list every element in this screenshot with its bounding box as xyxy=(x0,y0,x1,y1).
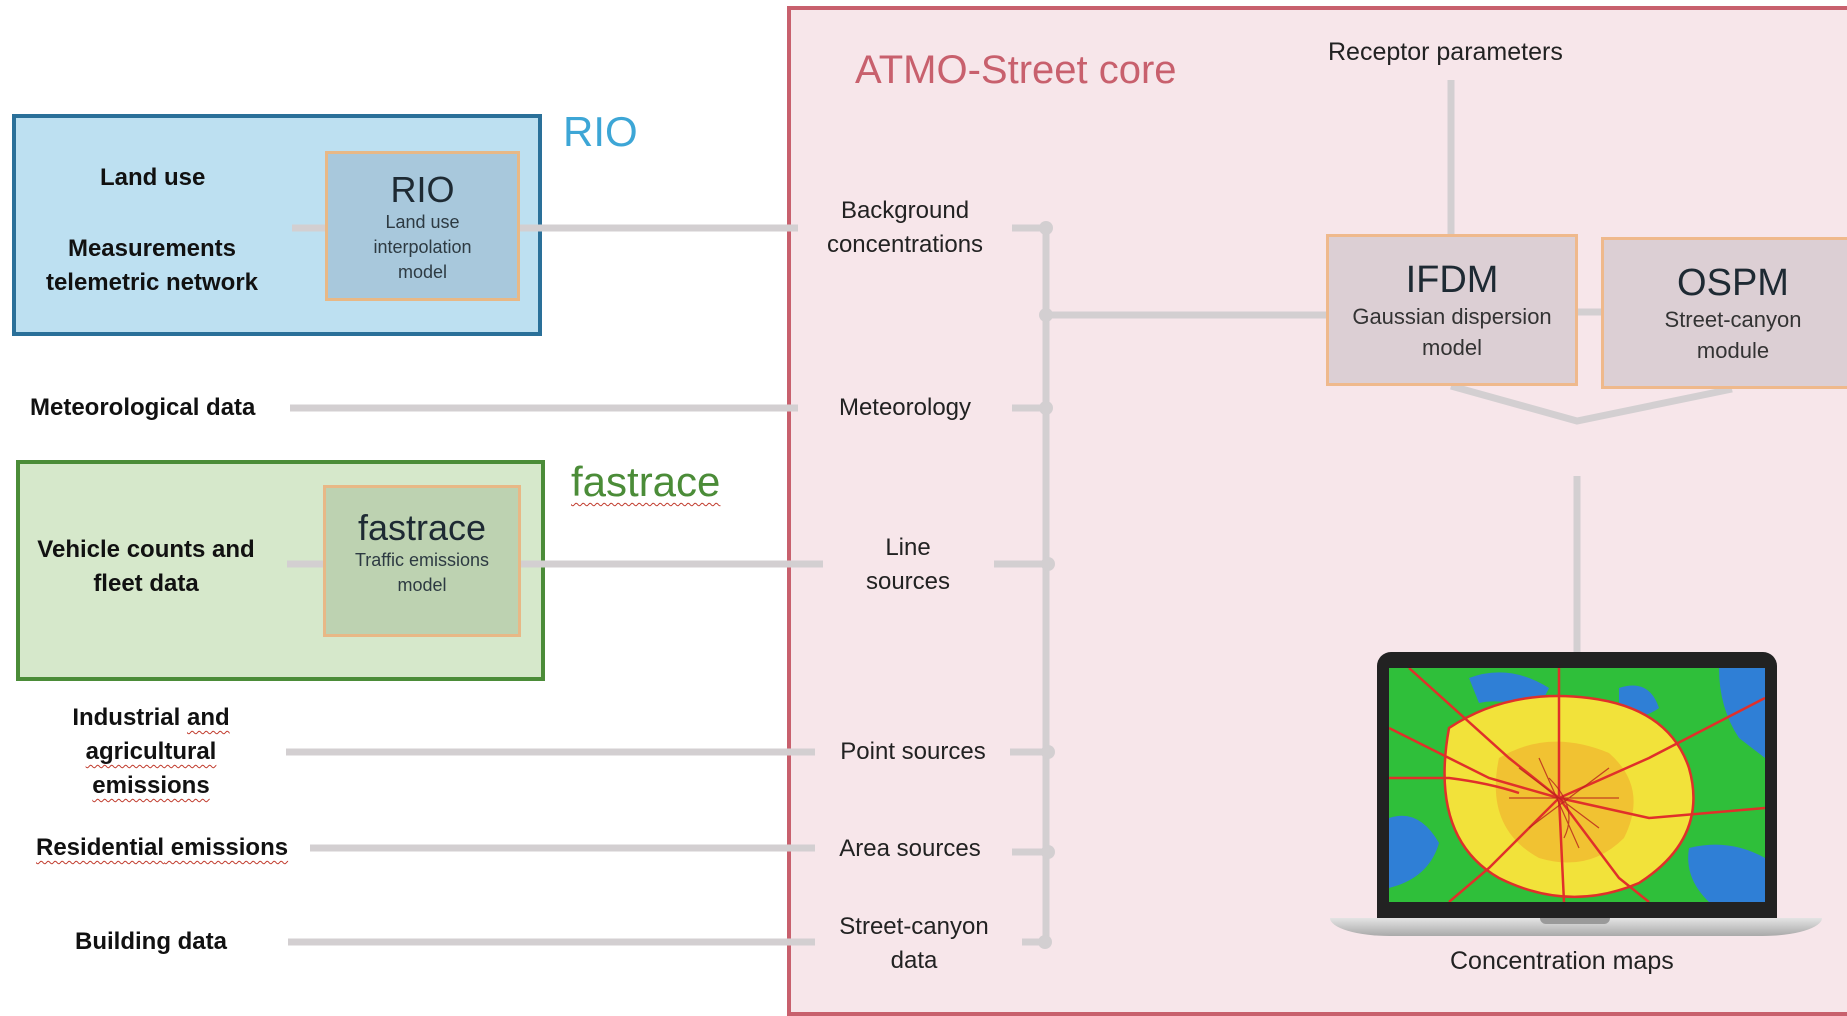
laptop-notch xyxy=(1540,918,1610,924)
meteorology-line: Meteorology xyxy=(838,394,972,421)
emissions-word: emissions xyxy=(92,772,210,799)
core-title: ATMO-Street core xyxy=(855,48,1177,92)
concentrations-line: concentrations xyxy=(826,231,984,258)
sources-word: sources xyxy=(865,568,951,595)
ifdm-line: Gaussian dispersion xyxy=(1352,304,1552,329)
telemetric-network-line: telemetric network xyxy=(45,269,259,296)
concentration-map-image xyxy=(1389,668,1765,902)
fastrace-box-line: Traffic emissions xyxy=(354,550,490,570)
measurements-label: Measurements telemetric network xyxy=(36,232,268,300)
street-canyon-line: Street-canyon xyxy=(839,913,989,940)
industrial-word: Industrial xyxy=(72,704,187,731)
rio-box-line: Land use xyxy=(385,212,460,232)
vehicle-counts-label: Vehicle counts and fleet data xyxy=(30,533,262,601)
point-sources-line: Point sources xyxy=(840,738,986,765)
ifdm-line: model xyxy=(1422,335,1482,360)
fastrace-title: fastrace xyxy=(571,458,721,505)
street-canyon-data-label: Street-canyon data xyxy=(814,910,1014,978)
and-word: and xyxy=(187,704,230,731)
rio-box-line: model xyxy=(397,262,448,282)
receptor-parameters-label: Receptor parameters xyxy=(1328,38,1563,66)
fastrace-box-line: model xyxy=(397,575,447,595)
rio-title: RIO xyxy=(563,108,638,155)
vehicle-counts-line: Vehicle counts and xyxy=(37,536,255,563)
bus-node xyxy=(1041,557,1055,571)
bus-node xyxy=(1039,401,1053,415)
bus-node xyxy=(1039,308,1053,322)
area-sources-label: Area sources xyxy=(810,832,1010,866)
rio-box-line: interpolation xyxy=(373,237,472,257)
data-line: data xyxy=(890,947,938,974)
emissions-word: emissions xyxy=(164,834,289,861)
bus-node xyxy=(1039,221,1053,235)
bus-node xyxy=(1041,845,1055,859)
bus-node xyxy=(1038,935,1052,949)
residential-emissions-label: Residential emissions xyxy=(36,834,288,862)
fastrace-model-box: fastrace Traffic emissions model xyxy=(323,485,521,637)
measurements-line: Measurements xyxy=(67,235,237,262)
meteorological-data-label: Meteorological data xyxy=(30,394,256,421)
agricultural-word: agricultural xyxy=(85,738,217,765)
laptop-base xyxy=(1330,918,1822,936)
industrial-emissions-label: Industrial and agricultural emissions xyxy=(40,701,262,803)
ifdm-title: IFDM xyxy=(1405,259,1499,301)
bus-node xyxy=(1041,745,1055,759)
background-concentrations-label: Background concentrations xyxy=(805,194,1005,262)
residential-word: Residential xyxy=(36,834,165,861)
ospm-title: OSPM xyxy=(1677,262,1789,304)
background-line: Background xyxy=(840,197,970,224)
meteorology-label: Meteorology xyxy=(805,391,1005,425)
fleet-data-line: fleet data xyxy=(93,570,199,597)
fastrace-box-title: fastrace xyxy=(357,507,487,548)
area-sources-line: Area sources xyxy=(839,835,981,862)
rio-model-box: RIO Land use interpolation model xyxy=(325,151,520,301)
ospm-line: module xyxy=(1696,338,1770,363)
rio-box-title: RIO xyxy=(390,169,455,210)
ospm-line: Street-canyon xyxy=(1664,307,1802,332)
line-sources-label: Line sources xyxy=(808,531,1008,599)
concentration-maps-label: Concentration maps xyxy=(1450,947,1674,975)
ifdm-model-box: IFDM Gaussian dispersion model xyxy=(1326,234,1578,386)
building-data-label: Building data xyxy=(75,928,227,955)
merge-chevron xyxy=(1450,382,1733,425)
ospm-model-box: OSPM Street-canyon module xyxy=(1601,237,1847,389)
land-use-label: Land use xyxy=(100,164,206,191)
point-sources-label: Point sources xyxy=(813,735,1013,769)
line-word: Line xyxy=(885,534,931,561)
